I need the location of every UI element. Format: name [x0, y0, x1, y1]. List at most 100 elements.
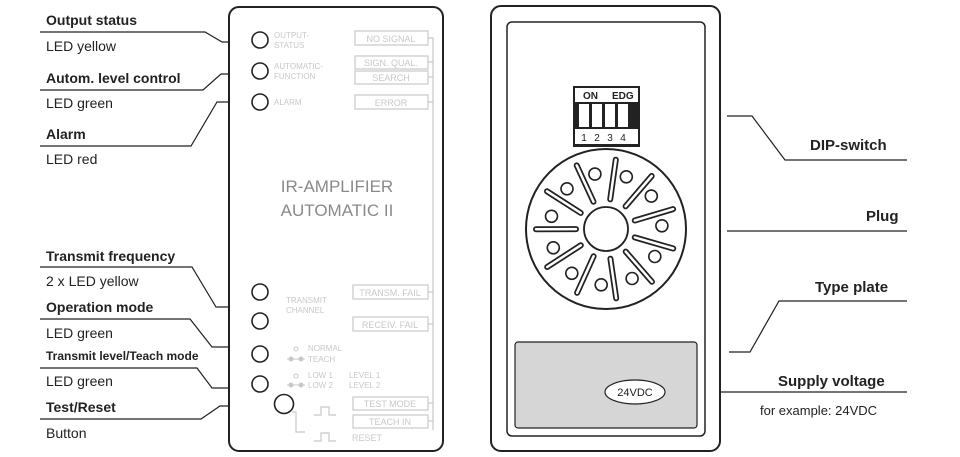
- led-transmit-level: [251, 375, 269, 393]
- leader-operation-mode: [40, 318, 252, 348]
- dip-switch-slot-2: [592, 104, 602, 127]
- leader-autom-level: [40, 73, 249, 91]
- plug-hole: [560, 182, 574, 196]
- led-automatic-function-label-2: FUNCTION: [274, 72, 316, 81]
- supply-voltage-example: for example: 24VDC: [760, 403, 878, 418]
- box-teach-in-text: TEACH IN: [369, 417, 411, 427]
- plug-pin-slot: [624, 250, 654, 284]
- dip-switch-slot-3: [605, 104, 615, 127]
- dip-on-label: ON: [583, 91, 598, 102]
- box-no-signal-text: NO SIGNAL: [366, 34, 415, 44]
- plug-hole: [588, 167, 602, 181]
- plug: [525, 148, 687, 310]
- box-error-text: ERROR: [375, 98, 408, 108]
- box-search-text: SEARCH: [372, 73, 410, 83]
- plug-pin-slot: [624, 174, 653, 208]
- transmit-channel-label-2: CHANNEL: [286, 306, 325, 315]
- teach-label: TEACH: [308, 355, 335, 364]
- dip-number-1: 1: [581, 133, 587, 144]
- transmit-frequency-desc: 2 x LED yellow: [46, 273, 139, 289]
- plug-label: Plug: [866, 208, 899, 225]
- plug-hole: [594, 277, 609, 292]
- front-panel-title-line2: AUTOMATIC II: [281, 201, 394, 220]
- type-plate: [514, 341, 698, 429]
- plug-pin-slot: [633, 207, 675, 222]
- level1-label: LEVEL 1: [349, 371, 381, 380]
- led-transmit-channel-1: [251, 283, 269, 301]
- transmit-level-teach-mode-title: Transmit level/Teach mode: [46, 349, 199, 363]
- leader-type-plate: [729, 300, 907, 353]
- plug-hole: [647, 249, 662, 264]
- box-receiv-fail-text: RECEIV. FAIL: [362, 320, 418, 330]
- box-connector-line: [428, 37, 434, 430]
- output-status-title: Output status: [46, 12, 137, 28]
- plug-center-hole: [583, 206, 629, 252]
- plug-pin-slot: [575, 164, 595, 203]
- reset-bracket: [292, 411, 305, 433]
- pulse-symbol-1: [314, 406, 336, 416]
- supply-voltage-label: Supply voltage: [778, 373, 885, 390]
- reset-label: RESET: [352, 433, 383, 443]
- plug-pin-slot: [608, 158, 618, 201]
- plug-hole: [619, 170, 634, 184]
- led-output-status: [251, 31, 269, 49]
- normal-symbol: [293, 346, 299, 352]
- dip-edg-label: EDG: [612, 91, 634, 102]
- led-output-status-label-2: STATUS: [274, 41, 304, 50]
- level2-label: LEVEL 2: [349, 381, 381, 390]
- output-status-desc: LED yellow: [46, 38, 117, 54]
- front-panel-title-line1: IR-AMPLIFIER: [281, 177, 393, 196]
- plug-pin-slot: [633, 236, 675, 250]
- led-alarm-label: ALARM: [274, 98, 302, 107]
- plug-hole: [546, 241, 561, 255]
- plug-hole: [644, 189, 659, 203]
- type-plate-label: Type plate: [815, 279, 889, 296]
- dip-switch-slot-1: [579, 104, 589, 127]
- led-automatic-function-label-1: AUTOMATIC-: [274, 62, 323, 71]
- led-alarm: [251, 93, 269, 111]
- test-reset-title: Test/Reset: [46, 399, 116, 415]
- led-operation-mode: [251, 345, 269, 363]
- transmit-level-teach-mode-desc: LED green: [46, 373, 113, 389]
- leader-alarm: [40, 101, 249, 147]
- low1-symbol: [293, 373, 299, 379]
- box-test-mode-text: TEST MODE: [364, 399, 416, 409]
- low2-label: LOW 2: [308, 381, 333, 390]
- autom-level-control-title: Autom. level control: [46, 70, 181, 86]
- plug-pin-slot: [545, 244, 583, 269]
- autom-level-control-desc: LED green: [46, 95, 113, 111]
- leader-transmit-frequency: [40, 266, 253, 308]
- plug-pin-slot: [575, 255, 595, 295]
- plug-hole: [564, 266, 579, 281]
- alarm-title: Alarm: [46, 126, 86, 142]
- operation-mode-desc: LED green: [46, 325, 113, 341]
- dip-switch-label: DIP-switch: [810, 137, 887, 154]
- normal-label: NORMAL: [308, 344, 343, 353]
- plug-pin-slot: [545, 190, 582, 215]
- plug-hole: [544, 209, 559, 224]
- pulse-symbol-2: [314, 432, 336, 442]
- operation-mode-title: Operation mode: [46, 299, 154, 315]
- front-panel: [228, 6, 444, 452]
- plug-hole: [655, 219, 669, 233]
- dip-number-2: 2: [594, 133, 600, 144]
- plug-pin-slot: [609, 257, 618, 300]
- led-output-status-label-1: OUTPUT-: [274, 31, 309, 40]
- dip-number-4: 4: [620, 133, 626, 144]
- leader-output-status: [40, 31, 249, 43]
- alarm-desc: LED red: [46, 151, 98, 167]
- type-plate-voltage-oval: [604, 379, 666, 405]
- dip-switch-slot-4: [618, 104, 628, 127]
- led-automatic-function: [251, 62, 269, 80]
- plug-hole: [625, 271, 639, 286]
- low1-label: LOW 1: [308, 371, 333, 380]
- transmit-channel-label-1: TRANSMIT: [286, 296, 327, 305]
- type-plate-voltage-text: 24VDC: [617, 387, 653, 399]
- dip-number-3: 3: [607, 133, 613, 144]
- leader-transmit-level: [40, 367, 250, 389]
- test-reset-desc: Button: [46, 425, 87, 441]
- leader-dip-switch: [727, 115, 907, 161]
- transmit-frequency-title: Transmit frequency: [46, 248, 176, 264]
- box-transm-fail-text: TRANSM. FAIL: [359, 288, 421, 298]
